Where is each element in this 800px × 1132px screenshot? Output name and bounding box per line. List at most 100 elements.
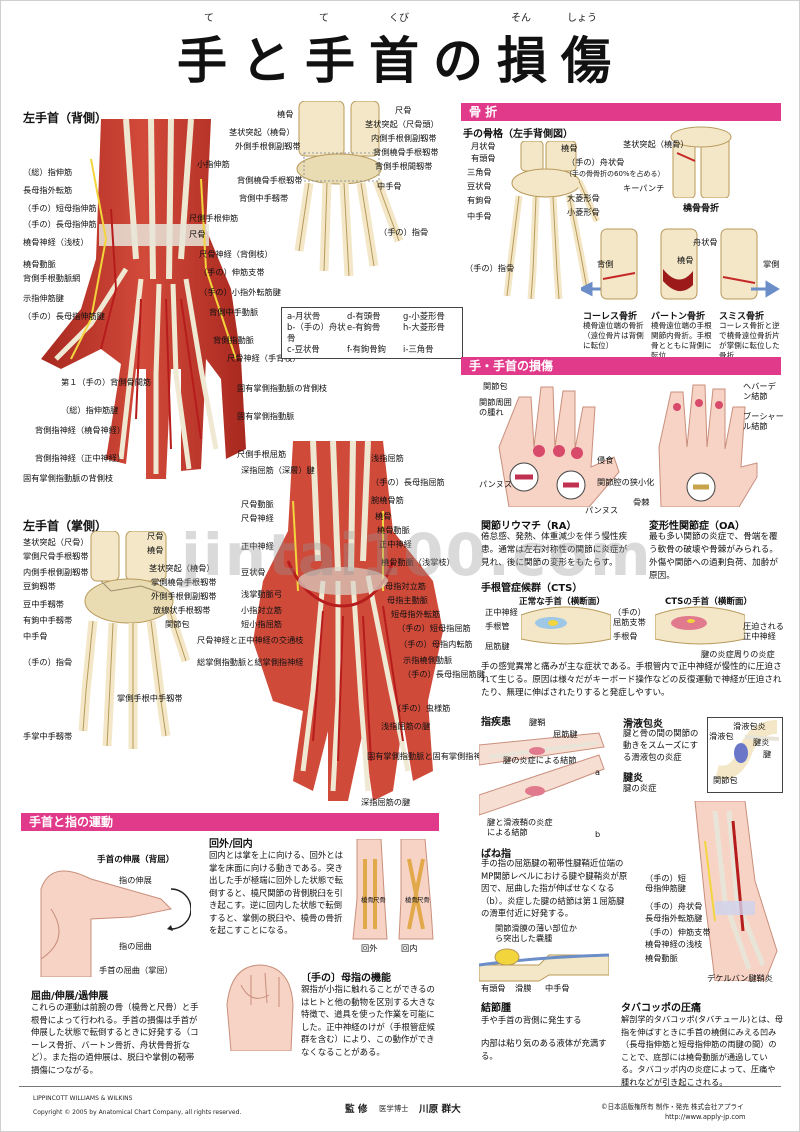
prono-title: 回外/回内	[209, 839, 253, 850]
deep-label-l7: 小指対立筋	[241, 605, 282, 615]
finger-label-1: 屈筋腱	[553, 729, 578, 739]
deep-label-r9: 短母指外転筋	[391, 609, 441, 619]
deep-label-l4: 正中神経	[241, 541, 274, 551]
legend-item: e-有鉤骨	[347, 322, 381, 332]
dorsal-heading: 左手首（背側）	[23, 111, 108, 125]
title-ruby: て て くび そん しょう	[1, 9, 800, 24]
flex-title: 屈曲/伸展/過伸展	[31, 991, 109, 1002]
inset-label-3: 腱	[763, 749, 772, 759]
palmar-label-l6: 中手骨	[23, 631, 48, 641]
dorsal-label-r10: 固有掌側指動脈	[237, 411, 295, 421]
cts-affected-title: CTSの手首（横断面）	[665, 597, 753, 607]
fracture-sub: 手の骨格（左手背側図）	[463, 129, 573, 140]
dequervain-illustration	[694, 801, 778, 981]
mark-b: b	[595, 829, 601, 839]
deep-label-l8: 短小指屈筋	[241, 619, 282, 629]
dq-label-0: （手の）短母指伸筋腱	[645, 873, 686, 893]
cts-normal-section	[521, 606, 611, 645]
dorsal-label-r4: （手の）伸筋支帯	[199, 267, 265, 277]
oa-label-0: ヘバーデン結節	[743, 381, 776, 401]
cts-text: 手の感覚異常と痛みが主な症状である。手根管内で正中神経が慢性的に圧迫されて生じる…	[481, 662, 782, 698]
inset-label-4: 関節包	[713, 775, 738, 785]
legend-item: b-（手の）舟状骨	[287, 322, 346, 343]
flex-text: これらの運動は前腕の骨（橈骨と尺骨）と手根骨によって行われる。手首の損傷は手首が…	[31, 1002, 199, 1075]
palmar-label-l0: 茎状突起（尺骨）	[23, 537, 89, 547]
fracture-label-8: （手の）舟状骨	[567, 157, 625, 167]
ganglion-text-2: 内部は粘り気のある液体が充満する。	[481, 1038, 607, 1061]
legend-item: h-大菱形骨	[403, 322, 445, 332]
synovitis-title: 滑液包炎	[623, 719, 663, 730]
legend-item: i-三角骨	[403, 344, 434, 354]
legend-item: g-小菱形骨	[403, 311, 445, 321]
cts-label-m0: （手の）屈筋支帯	[613, 607, 646, 627]
ruby-4: そん	[511, 13, 531, 24]
palmar-label-l2: 内側手根側副靱帯	[23, 567, 89, 577]
tenosynovitis-title: 腱炎	[623, 773, 643, 784]
dq-text: 解剖学的タバコッポ(タバチュール)とは、母指を伸ばすときに手首の橈側にみえる凹み…	[621, 1014, 783, 1087]
oa-label-2: 骨棘	[633, 497, 650, 507]
deep-label-r16: 固有掌側指動脈と固有掌側指神経	[367, 751, 490, 761]
colles-desc: 橈骨遠位端の骨折（遠位骨片は背側に転位）	[583, 321, 644, 350]
smith-title: スミス骨折	[719, 312, 765, 322]
extension-hand-illustration	[40, 870, 191, 977]
dorsal-label-l6: 背側手根動脈網	[23, 273, 81, 283]
deep-label-l6: 浅掌動脈弓	[241, 589, 282, 599]
deep-label-r5: 正中神経	[379, 539, 412, 549]
dq-label-2: 長母指外転筋腱	[645, 913, 703, 923]
dorsal-label-l9: 第１（手の）背側骨間筋	[61, 377, 152, 387]
palmar-label-l3: 豆鉤靱帯	[23, 581, 56, 591]
inset-label-1: 滑液包	[709, 731, 734, 741]
cts-title: 手根管症候群（CTS）	[481, 583, 583, 594]
legend-item: d-有頭骨	[347, 311, 381, 321]
ra-label-0: 関節包	[483, 381, 508, 391]
supervisor-label: 監 修	[345, 1104, 368, 1115]
palmar-label-l7: （手の）指骨	[23, 657, 73, 667]
deep-label-l2: 尺骨動脈	[241, 499, 274, 509]
deep-label-r15: 浅指屈筋の腱	[381, 721, 431, 731]
carpal-label-r3: 背側橈骨手根靱帯	[373, 147, 439, 157]
carpal-legend: a-月状骨 d-有頭骨 g-小菱形骨 b-（手の）舟状骨 e-有鉤骨 h-大菱形…	[281, 307, 463, 359]
carpal-label-r6: （手の）指骨	[379, 227, 429, 237]
dorsal-label-l4: 橈骨神経（浅枝）	[23, 237, 89, 247]
barton-desc: 橈骨遠位端の手根関節内骨折。手根骨とともに背側に転位	[651, 321, 712, 360]
colles-title: コーレス骨折	[583, 312, 638, 322]
palmar-label-r0: 尺骨	[147, 531, 164, 541]
oa-label-1: ブーシャール結節	[743, 411, 784, 431]
deep-label-r6: 橈骨動脈（浅掌枝）	[381, 557, 455, 567]
palmar-label-r7: 掌側手根中手靱帯	[117, 693, 183, 703]
barton-title: バートン骨折	[651, 312, 706, 322]
ra-text: 倦怠感、発熱、体重減少を伴う慢性疾患。通常は左右対称性の関節に炎症が見れ、後に関…	[481, 532, 628, 568]
styloid-label: 茎状突起（橈骨）	[623, 139, 689, 149]
radial-fracture-title: 橈骨骨折	[683, 204, 720, 214]
ruby-1: て	[204, 13, 214, 24]
ganglion-title: 結節腫	[481, 1003, 511, 1014]
supervisor-title: 医学博士	[379, 1104, 409, 1113]
thumb-opposition-illustration	[226, 964, 294, 1051]
carpal-label-l1: 茎状突起（橈骨）	[229, 127, 295, 137]
dorsal-label-l7: 示指伸筋腱	[23, 293, 64, 303]
deep-label-r13: （手の）長母指屈筋腱	[403, 669, 485, 679]
carpal-bones-illustration	[294, 101, 404, 277]
carpal-label-l5: 背側中手靱帯	[239, 193, 289, 203]
inset-label-2: 腱炎	[753, 737, 770, 747]
oa-title: 変形性関節症（OA）	[649, 521, 745, 532]
dq-title: タバコッポの圧痛	[621, 1003, 701, 1014]
deep-label-l5: 豆状骨	[241, 567, 266, 577]
copyright: Copyright © 2005 by Anatomical Chart Com…	[33, 1109, 242, 1116]
bursitis-inset-illustration	[707, 717, 783, 793]
cts-normal-title: 正常な手首（横断面）	[519, 597, 605, 607]
oa-text: 最も多い関節の炎症で、骨端を覆う軟骨の破壊や骨棘がみられる。外傷や関節への過剰負…	[649, 532, 778, 581]
dorsal-label-l3: （手の）長母指伸筋	[23, 219, 97, 229]
deep-palm-illustration	[253, 441, 443, 801]
deep-label-r12: 示指橈側動脈	[403, 655, 453, 665]
fracture-label-11: 小菱形骨	[567, 207, 600, 217]
carpal-label-r1: 茎状突起（尺骨頭）	[365, 119, 439, 129]
ganglion-label-0: 関節滑膜の薄い部位から突出した嚢腫	[495, 923, 577, 943]
ganglion-label-2: 滑膜	[515, 983, 532, 993]
fracture-types-illustration	[581, 228, 780, 300]
arrow-label-radius: 橈骨	[677, 255, 694, 265]
dorsal-label-l0: （総）指伸筋	[23, 167, 73, 177]
trigger-title: ばね指	[481, 849, 511, 860]
dq-label-6: デケルバン腱鞘炎	[707, 973, 773, 983]
dorsal-label-r1: 尺側手根伸筋	[189, 213, 239, 223]
